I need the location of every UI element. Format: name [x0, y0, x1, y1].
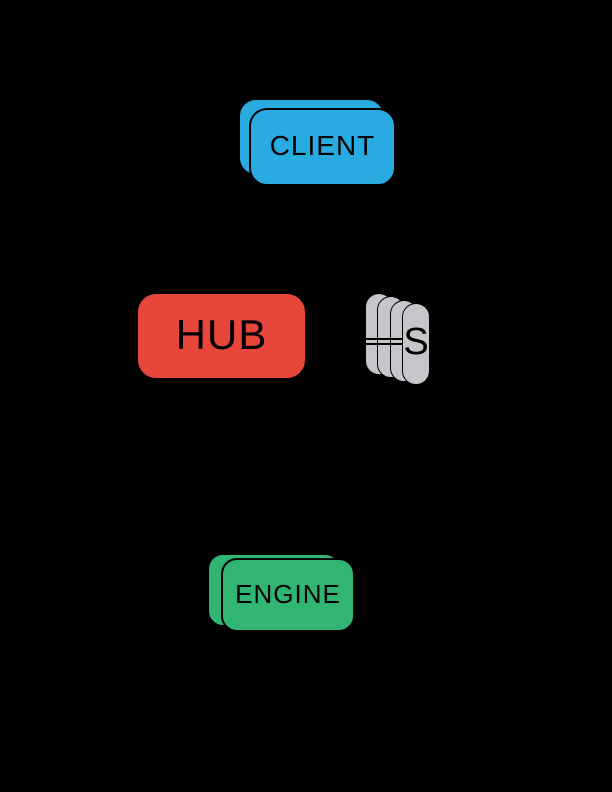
scheduler-label: S [403, 321, 429, 363]
client-box-front: CLIENT [249, 108, 396, 186]
client-label: CLIENT [269, 130, 376, 161]
engine-label: ENGINE [235, 579, 341, 609]
connector-line [364, 338, 406, 340]
scheduler-pill-front: S [402, 303, 430, 385]
connector-line [364, 343, 406, 345]
engine-box-front: ENGINE [221, 558, 355, 632]
hub-label: HUB [175, 311, 268, 358]
hub-box: HUB [136, 292, 307, 380]
